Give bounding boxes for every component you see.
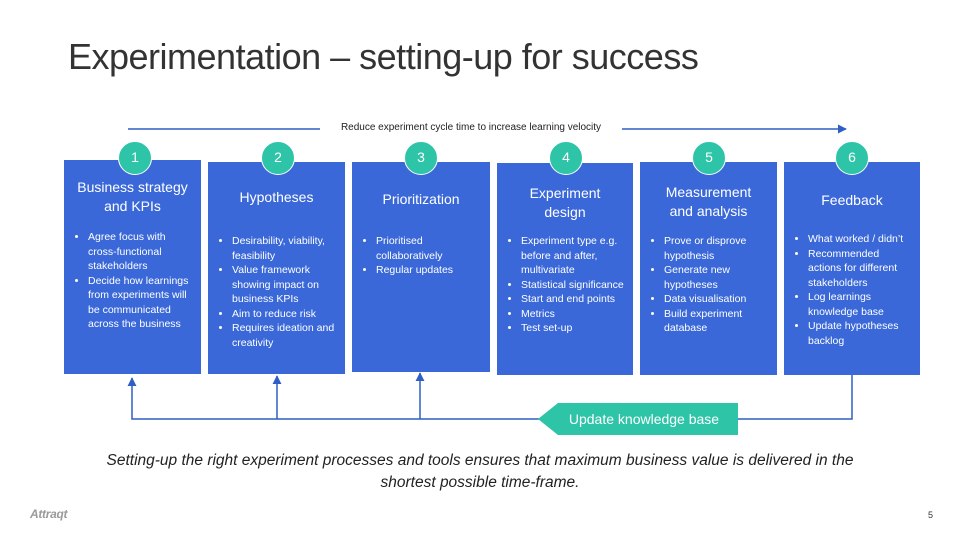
step-bullet: Aim to reduce risk [232, 307, 339, 322]
step-title-line: Hypotheses [239, 189, 314, 205]
step-bullet: Decide how learnings from experiments wi… [88, 274, 195, 332]
step-box-4: Experiment designExperiment type e.g. bef… [497, 163, 633, 375]
step-title-line: and KPIs [104, 198, 161, 214]
step-bullet-list: Prioritised collaborativelyRegular updat… [362, 234, 484, 278]
step-number-badge: 2 [261, 141, 295, 175]
step-bullet: Generate new hypotheses [664, 263, 771, 292]
step-number-badge: 3 [404, 141, 438, 175]
step-bullet-list: Prove or disprove hypothesisGenerate new… [650, 234, 771, 336]
step-title-line: Experiment [529, 185, 601, 201]
step-bullet: Experiment type e.g. before and after, m… [521, 234, 627, 278]
step-bullet: Desirability, viability, feasibility [232, 234, 339, 263]
step-title-line: Measurement [665, 184, 752, 200]
slide-caption: Setting-up the right experiment processe… [106, 452, 854, 491]
step-bullet: What worked / didn’t [808, 232, 914, 247]
step-title-line: Feedback [821, 192, 883, 208]
step-number-badge: 1 [118, 141, 152, 175]
step-title-line: Prioritization [382, 191, 460, 207]
step-bullet-list: Experiment type e.g. before and after, m… [507, 234, 627, 336]
step-title-line: and analysis [669, 203, 748, 219]
step-box-2: HypothesesDesirability, viability, feasi… [208, 162, 345, 374]
step-box-1: Business strategy and KPIsAgree focus wit… [64, 160, 201, 374]
step-bullet: Agree focus with cross-functional stakeh… [88, 230, 195, 274]
step-bullet: Start and end points [521, 292, 627, 307]
step-title: Prioritization [352, 190, 490, 209]
step-number-badge: 6 [835, 141, 869, 175]
step-bullet: Value framework showing impact on busine… [232, 263, 339, 307]
step-bullet: Build experiment database [664, 307, 771, 336]
top-arrow-label: Reduce experiment cycle time to increase… [340, 122, 602, 133]
step-bullet-list: What worked / didn’tRecommended actions … [794, 232, 914, 348]
step-bullet: Regular updates [376, 263, 484, 278]
step-bullet: Data visualisation [664, 292, 771, 307]
step-title: Experiment design [497, 184, 633, 222]
step-box-6: FeedbackWhat worked / didn’tRecommended … [784, 162, 920, 375]
step-title-line: Business strategy [77, 179, 188, 195]
step-bullet: Test set-up [521, 321, 627, 336]
update-knowledge-base-shape [538, 403, 738, 435]
step-bullet: Log learnings knowledge base [808, 290, 914, 319]
step-bullet-list: Agree focus with cross-functional stakeh… [74, 230, 195, 332]
company-logo: Attraqt [30, 507, 68, 521]
step-title: Feedback [784, 191, 920, 210]
step-bullet: Prove or disprove hypothesis [664, 234, 771, 263]
step-bullet: Update hypotheses backlog [808, 319, 914, 348]
step-title: Measurement and analysis [640, 183, 777, 221]
page-number: 5 [928, 510, 934, 520]
step-bullet: Metrics [521, 307, 627, 322]
step-box-5: Measurement and analysisProve or disprove… [640, 162, 777, 375]
step-title: Hypotheses [208, 188, 345, 207]
update-knowledge-base-label: Update knowledge base [568, 411, 720, 427]
step-title: Business strategy and KPIs [64, 178, 201, 216]
step-bullet: Requires ideation and creativity [232, 321, 339, 350]
step-number-badge: 5 [692, 141, 726, 175]
slide-title: Experimentation – setting-up for success [68, 36, 699, 77]
step-bullet: Statistical significance [521, 278, 627, 293]
step-bullet: Prioritised collaboratively [376, 234, 484, 263]
feedback-loop-line [127, 375, 853, 420]
step-bullet: Recommended actions for different stakeh… [808, 247, 914, 291]
step-number-badge: 4 [549, 141, 583, 175]
step-bullet-list: Desirability, viability, feasibilityValu… [218, 234, 339, 350]
step-box-3: PrioritizationPrioritised collaborativel… [352, 162, 490, 372]
step-title-line: design [544, 204, 586, 220]
